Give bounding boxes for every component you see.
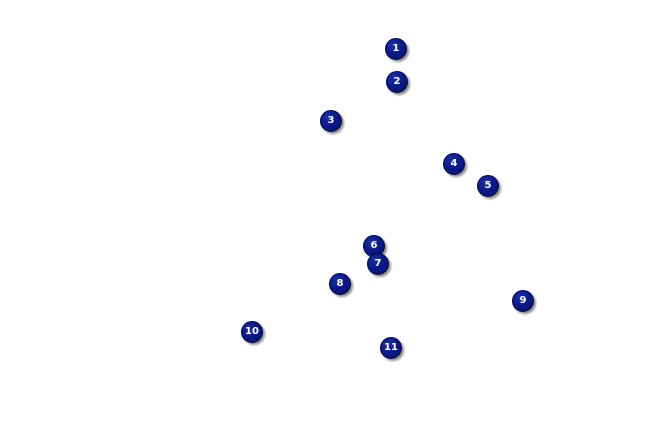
map-marker-7[interactable]: 7: [367, 253, 389, 275]
marker-label: 6: [370, 240, 378, 251]
map-marker-10[interactable]: 10: [241, 321, 263, 343]
map-marker-5[interactable]: 5: [477, 175, 499, 197]
map-marker-4[interactable]: 4: [443, 153, 465, 175]
marker-label: 3: [327, 115, 335, 126]
marker-label: 5: [484, 180, 492, 191]
map-marker-3[interactable]: 3: [320, 110, 342, 132]
map-marker-8[interactable]: 8: [329, 273, 351, 295]
marker-label: 7: [374, 258, 382, 269]
marker-label: 10: [245, 326, 259, 337]
map-marker-9[interactable]: 9: [512, 290, 534, 312]
map-marker-11[interactable]: 11: [380, 337, 402, 359]
marker-label: 8: [336, 278, 344, 289]
marker-label: 2: [393, 76, 401, 87]
marker-label: 11: [384, 342, 398, 353]
map-marker-1[interactable]: 1: [385, 38, 407, 60]
map-marker-2[interactable]: 2: [386, 71, 408, 93]
marker-label: 1: [392, 43, 400, 54]
marker-label: 9: [519, 295, 527, 306]
marker-label: 4: [450, 158, 458, 169]
